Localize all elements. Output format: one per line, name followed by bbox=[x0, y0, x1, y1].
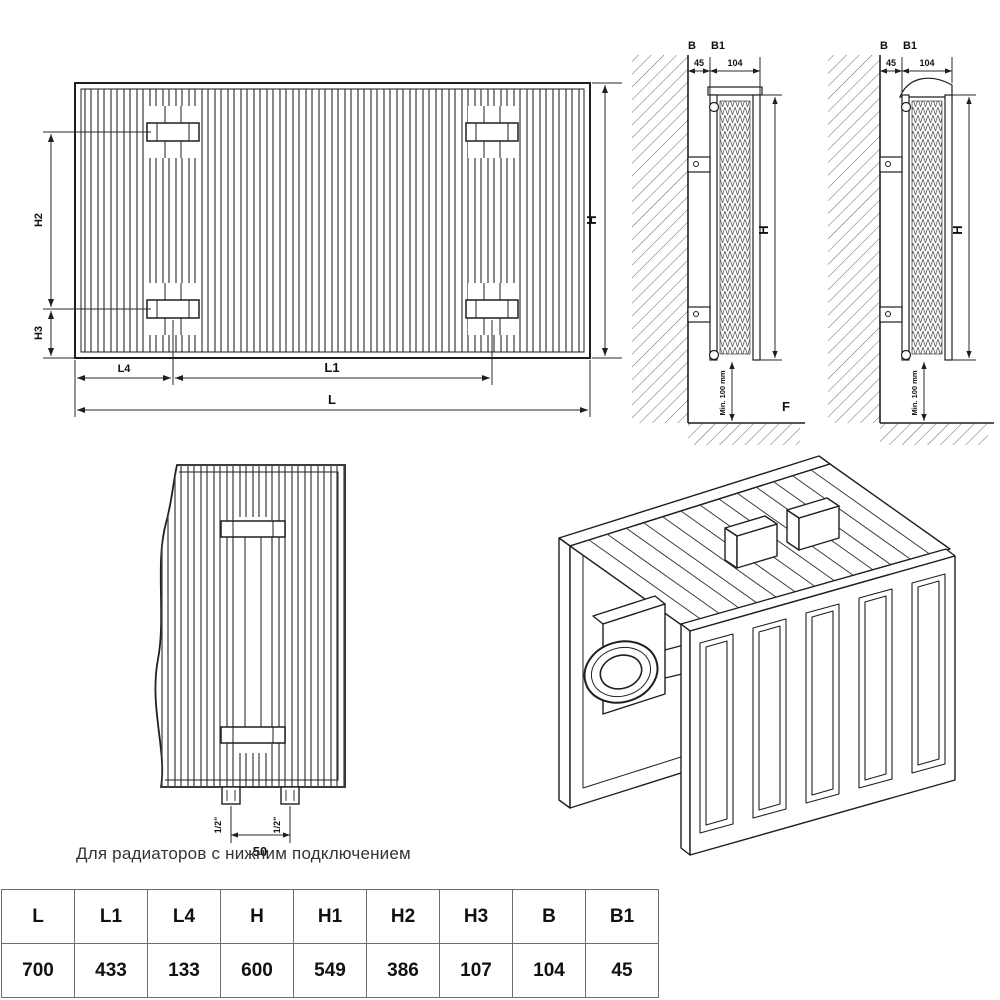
dimensions-values-row: 700 433 133 600 549 386 107 104 45 bbox=[1, 943, 659, 998]
dim-label-min-100: Min. 100 mm bbox=[910, 370, 919, 415]
dim-value-50: 50 bbox=[253, 844, 267, 859]
wall-bracket-bottom bbox=[687, 306, 711, 323]
pipe-connector bbox=[583, 595, 696, 715]
side-view-1-drawing: B B1 45 104 H Min. 100 mm F bbox=[632, 40, 805, 445]
front-view-dimensions: H H2 H3 L4 L1 L bbox=[33, 82, 622, 417]
wall-bracket-top bbox=[687, 156, 711, 173]
dim-value-l: 700 bbox=[1, 943, 75, 998]
dim-header-l1: L1 bbox=[74, 889, 148, 944]
dim-label-b: B bbox=[688, 40, 696, 52]
side-view-2-dimensions: B B1 45 104 H Min. 100 mm bbox=[880, 40, 976, 421]
dim-label-b: B bbox=[880, 40, 888, 52]
dim-header-b: B bbox=[512, 889, 586, 944]
view-label-f: F bbox=[782, 399, 790, 414]
dim-header-h: H bbox=[220, 889, 294, 944]
dim-label-h2: H2 bbox=[33, 213, 45, 227]
dim-label-half-inch-left: 1/2" bbox=[213, 817, 223, 834]
valve-bottom bbox=[708, 349, 720, 361]
dim-label-b1: B1 bbox=[903, 40, 917, 52]
dim-value-h2: 386 bbox=[366, 943, 440, 998]
dim-value-h: 600 bbox=[220, 943, 294, 998]
dim-header-l: L bbox=[1, 889, 75, 944]
dim-label-l4: L4 bbox=[118, 363, 132, 375]
dim-label-b1: B1 bbox=[711, 40, 725, 52]
radiator-side-profile bbox=[879, 77, 953, 361]
dim-label-h: H bbox=[950, 225, 965, 234]
wall-bracket-top bbox=[879, 156, 903, 173]
top-grille-curve bbox=[899, 77, 953, 98]
pipe-opening-inner bbox=[599, 654, 643, 690]
dim-header-h1: H1 bbox=[293, 889, 367, 944]
dim-value-b1: 45 bbox=[585, 943, 659, 998]
front-view-drawing: H H2 H3 L4 L1 L bbox=[33, 82, 622, 417]
bottom-connection-stubs bbox=[221, 786, 300, 805]
dim-label-min-100: Min. 100 mm bbox=[718, 370, 727, 415]
dim-label-h3: H3 bbox=[33, 326, 45, 340]
valve-top bbox=[900, 101, 912, 113]
bracket-rail bbox=[220, 517, 286, 753]
dim-value-l4: 133 bbox=[147, 943, 221, 998]
dim-header-b1: B1 bbox=[585, 889, 659, 944]
wall-bracket-bottom bbox=[879, 306, 903, 323]
isometric-cutaway-drawing bbox=[558, 455, 956, 856]
dim-label-h: H bbox=[756, 225, 771, 234]
top-tabs bbox=[724, 497, 840, 569]
dim-label-h: H bbox=[584, 215, 599, 224]
dim-label-half-inch-right: 1/2" bbox=[272, 817, 282, 834]
valve-bottom bbox=[900, 349, 912, 361]
dim-value-l1: 433 bbox=[74, 943, 148, 998]
dim-value-h3: 107 bbox=[439, 943, 513, 998]
dim-value-104: 104 bbox=[727, 58, 742, 68]
dim-label-l1: L1 bbox=[324, 360, 339, 375]
bottom-connection-dimensions: 1/2" 1/2" 50 bbox=[213, 806, 291, 859]
side-view-2-drawing: B B1 45 104 H Min. 100 mm bbox=[828, 40, 994, 445]
dim-value-104: 104 bbox=[919, 58, 934, 68]
dim-value-h1: 549 bbox=[293, 943, 367, 998]
dim-header-l4: L4 bbox=[147, 889, 221, 944]
dimensions-table: L L1 L4 H H1 H2 H3 B B1 700 433 133 600 … bbox=[1, 889, 659, 998]
dim-value-45: 45 bbox=[694, 58, 704, 68]
valve-top bbox=[708, 101, 720, 113]
radiator-side-profile bbox=[687, 86, 763, 361]
side-view-1-dimensions: B B1 45 104 H Min. 100 mm F bbox=[688, 40, 790, 421]
dim-value-45: 45 bbox=[886, 58, 896, 68]
bottom-connection-caption: Для радиаторов с нижним подключением bbox=[76, 844, 411, 863]
front-panel-ribs bbox=[699, 573, 946, 834]
wall-hatch bbox=[828, 55, 994, 445]
dim-header-h2: H2 bbox=[366, 889, 440, 944]
bottom-connection-drawing: 1/2" 1/2" 50 bbox=[154, 464, 346, 859]
wall-hatch bbox=[632, 55, 805, 445]
dimensions-header-row: L L1 L4 H H1 H2 H3 B B1 bbox=[1, 889, 659, 944]
dim-header-h3: H3 bbox=[439, 889, 513, 944]
dim-value-b: 104 bbox=[512, 943, 586, 998]
dim-label-l: L bbox=[328, 392, 336, 407]
